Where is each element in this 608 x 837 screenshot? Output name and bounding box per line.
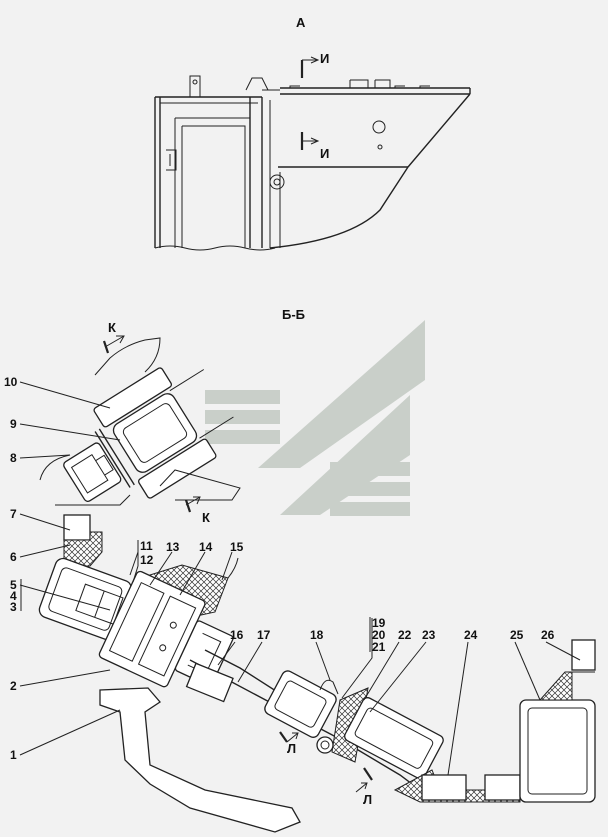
callout-11: 11 [140, 539, 153, 553]
callout-7: 7 [10, 507, 17, 521]
leader-lines [19, 381, 581, 776]
callout-18: 18 [310, 628, 324, 642]
callout-14: 14 [199, 540, 213, 554]
callout-5: 5 [10, 578, 17, 592]
mark-k-top: К [108, 320, 116, 335]
callout-26: 26 [541, 628, 555, 642]
callout-4: 4 [10, 589, 17, 603]
callout-20: 20 [372, 628, 386, 642]
callout-22: 22 [398, 628, 412, 642]
view-a: А [154, 15, 471, 251]
callout-6: 6 [10, 550, 17, 564]
callout-13: 13 [166, 540, 180, 554]
callout-15: 15 [230, 540, 244, 554]
callout-12: 12 [140, 553, 154, 567]
callout-9: 9 [10, 417, 17, 431]
callout-24: 24 [464, 628, 478, 642]
mark-i-top: И [320, 51, 329, 66]
section-bb-upper: Б-Б К К [39, 307, 305, 525]
mark-l-left: Л [287, 741, 296, 756]
callout-1: 1 [10, 748, 17, 762]
view-a-title: А [296, 15, 306, 30]
callout-19: 19 [372, 616, 386, 630]
callout-labels: 10 9 8 7 6 5 4 3 2 1 11 12 13 14 15 16 1… [4, 375, 555, 762]
section-bb-title: Б-Б [282, 307, 305, 322]
watermark-logo [205, 320, 425, 516]
mark-l-right: Л [363, 792, 372, 807]
callout-21: 21 [372, 640, 386, 654]
callout-3: 3 [10, 600, 17, 614]
callout-16: 16 [230, 628, 244, 642]
section-bb-lower: Л Л [38, 514, 596, 833]
callout-10: 10 [4, 375, 18, 389]
callout-8: 8 [10, 451, 17, 465]
callout-25: 25 [510, 628, 524, 642]
mark-i-bottom: И [320, 146, 329, 161]
callout-17: 17 [257, 628, 271, 642]
mark-k-bottom: К [202, 510, 210, 525]
callout-23: 23 [422, 628, 436, 642]
callout-2: 2 [10, 679, 17, 693]
